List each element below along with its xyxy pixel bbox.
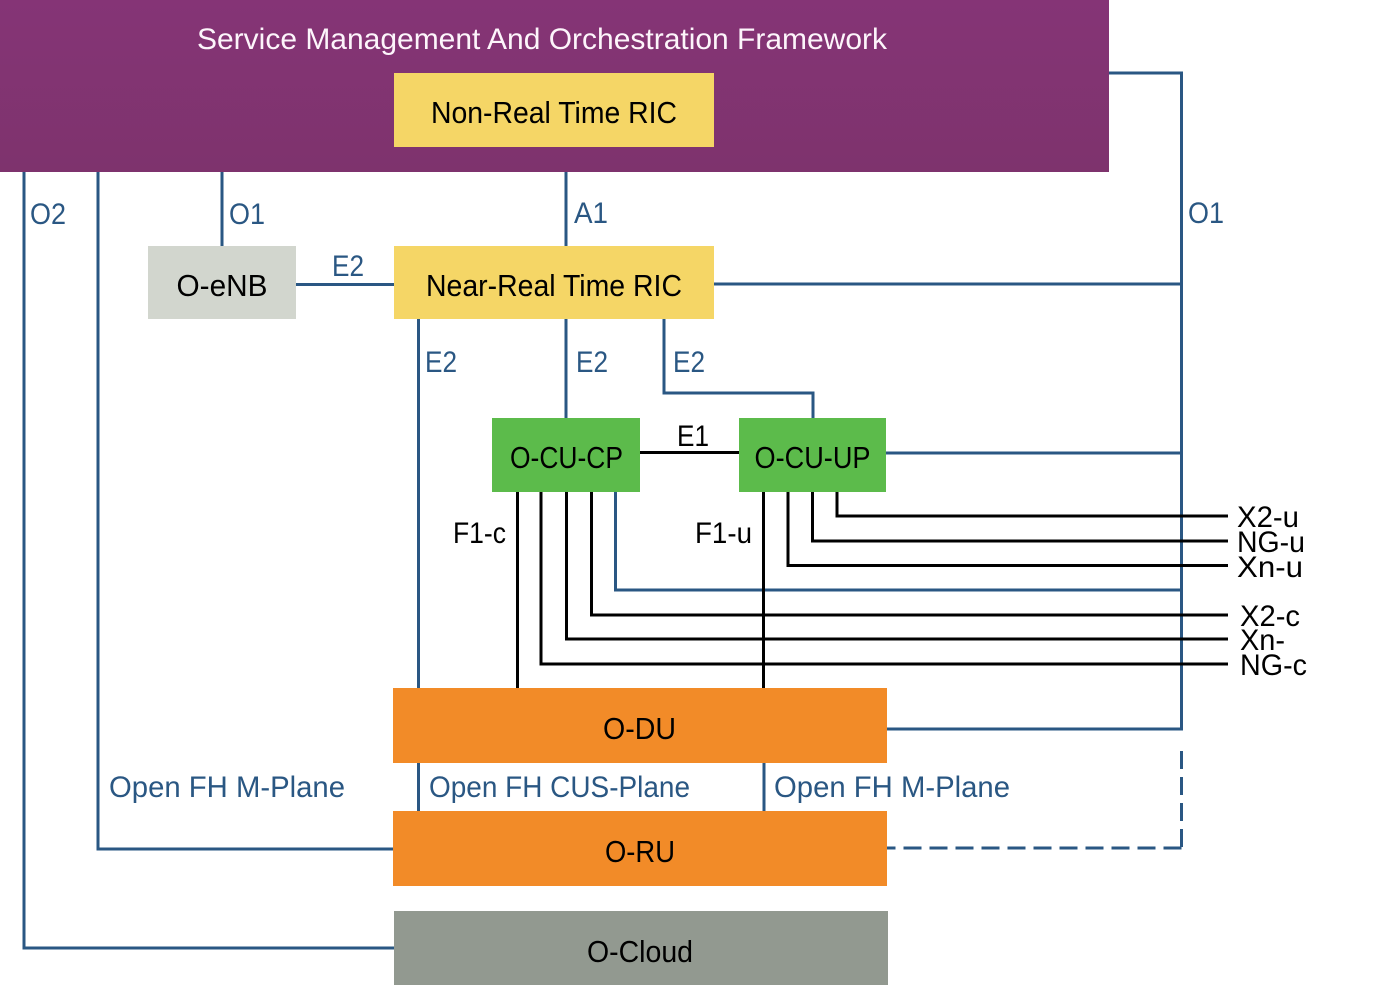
svg-text:Xn-u: Xn-u [1237,551,1303,584]
svg-text:E2: E2 [425,346,457,379]
svg-text:Non-Real Time RIC: Non-Real Time RIC [431,95,677,130]
svg-text:F1-u: F1-u [695,517,752,550]
svg-text:O-CU-CP: O-CU-CP [510,440,623,475]
svg-text:E2: E2 [332,250,364,283]
svg-text:O-DU: O-DU [603,711,676,746]
svg-text:E1: E1 [677,420,709,453]
svg-text:E2: E2 [576,346,608,379]
svg-text:X2-u: X2-u [1237,501,1299,534]
svg-text:O-Cloud: O-Cloud [587,934,693,969]
svg-text:O1: O1 [1188,197,1224,230]
svg-text:A1: A1 [574,197,608,230]
svg-text:F1-c: F1-c [453,517,506,550]
svg-text:Xn-: Xn- [1240,624,1285,657]
svg-text:O2: O2 [30,198,66,231]
svg-text:NG-c: NG-c [1240,649,1307,682]
svg-text:NG-u: NG-u [1237,526,1305,559]
svg-text:Service Management And Orchest: Service Management And Orchestration Fra… [197,23,888,56]
svg-text:O1: O1 [229,198,265,231]
svg-text:Open FH M-Plane: Open FH M-Plane [109,771,345,804]
svg-text:Open FH CUS-Plane: Open FH CUS-Plane [429,771,690,804]
svg-text:O-CU-UP: O-CU-UP [755,440,871,475]
svg-text:Open FH M-Plane: Open FH M-Plane [774,771,1010,804]
svg-text:O-RU: O-RU [605,834,675,869]
svg-text:Near-Real Time RIC: Near-Real Time RIC [426,268,682,303]
svg-text:E2: E2 [673,346,705,379]
svg-text:O-eNB: O-eNB [177,268,268,303]
svg-text:X2-c: X2-c [1240,600,1300,633]
